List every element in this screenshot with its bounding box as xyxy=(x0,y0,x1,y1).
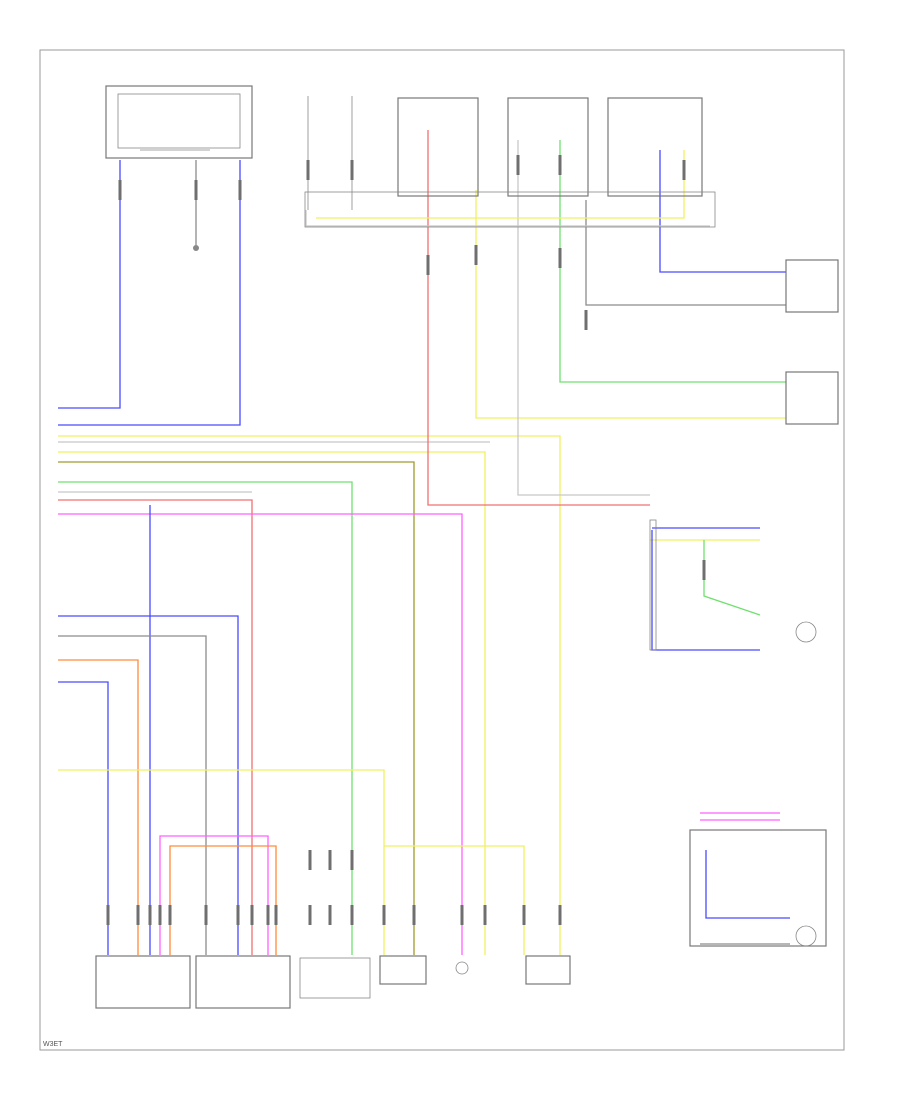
connector-tick-9 xyxy=(236,905,240,925)
wire-red-9 xyxy=(58,499,253,955)
connector-tick-23 xyxy=(474,245,478,265)
connector-tick-25 xyxy=(558,155,562,175)
connector-tick-24 xyxy=(516,155,520,175)
connector-tick-32 xyxy=(558,248,562,268)
wire-lightgray-22 xyxy=(517,140,650,496)
components xyxy=(95,85,839,1009)
connector-tick-19 xyxy=(483,905,487,925)
wires xyxy=(58,130,790,955)
connector-tick-3 xyxy=(106,905,110,925)
connector-tick-18 xyxy=(460,905,464,925)
connector-tick-33 xyxy=(682,160,686,180)
component-bottom-4 xyxy=(379,955,427,985)
wire-lightgray-27 xyxy=(305,210,710,227)
module-right-2 xyxy=(785,371,839,425)
ground-point-left xyxy=(193,245,199,251)
connector-tick-1 xyxy=(238,180,242,200)
connector-tick-0 xyxy=(118,180,122,200)
connector-tick-8 xyxy=(204,905,208,925)
connector-tick-6 xyxy=(158,905,162,925)
wire-green-30 xyxy=(703,540,761,616)
wire-green-23 xyxy=(559,140,786,383)
relay-top-left xyxy=(105,85,253,159)
wire-blue-0 xyxy=(58,160,121,409)
fuse-block-3 xyxy=(607,97,703,197)
wire-yellow-5 xyxy=(58,451,486,955)
wire-blue-31 xyxy=(651,530,760,651)
fuse-block-2 xyxy=(507,97,589,197)
connector-tick-20 xyxy=(522,905,526,925)
connector-tick-22 xyxy=(426,255,430,275)
wire-blue-25 xyxy=(659,150,786,273)
wire-olive-6 xyxy=(58,461,415,955)
harness-right-box xyxy=(649,519,657,651)
connector-tick-27 xyxy=(350,160,354,180)
wire-green-7 xyxy=(58,481,353,955)
wire-red-20 xyxy=(427,130,650,506)
wire-gray-24 xyxy=(585,200,786,306)
connector-tick-16 xyxy=(382,905,386,925)
connector-tick-4 xyxy=(136,905,140,925)
wire-yellow-16 xyxy=(58,769,385,955)
connector-tick-11 xyxy=(266,905,270,925)
connector-tick-13 xyxy=(308,905,312,925)
connector-tick-5 xyxy=(148,905,152,925)
wire-pink-17 xyxy=(159,835,269,955)
connector-tick-29 xyxy=(308,850,312,870)
wire-gray-13 xyxy=(58,635,207,955)
connector-tick-21 xyxy=(558,905,562,925)
connector-tick-14 xyxy=(328,905,332,925)
sensor-right-round-2 xyxy=(795,925,817,947)
wire-blue-1 xyxy=(58,160,241,426)
connector-tick-30 xyxy=(328,850,332,870)
connector-tick-7 xyxy=(168,905,172,925)
module-right-1 xyxy=(785,259,839,313)
wire-blue-34 xyxy=(705,850,790,919)
connector-tick-2 xyxy=(194,180,198,200)
connector-tick-26 xyxy=(584,310,588,330)
fuse-block-1 xyxy=(397,97,479,197)
component-bottom-1 xyxy=(95,955,191,1009)
relay-top-left-inner xyxy=(117,93,241,149)
connector-marks xyxy=(106,155,706,925)
connector-tick-28 xyxy=(306,160,310,180)
connector-tick-12 xyxy=(274,905,278,925)
wire-yellow-3 xyxy=(58,435,561,955)
component-bottom-5 xyxy=(455,961,469,975)
component-bottom-3 xyxy=(299,957,371,999)
wire-yellow-21 xyxy=(475,190,786,419)
connector-tick-15 xyxy=(350,905,354,925)
dashed-harness-top xyxy=(304,191,716,228)
component-bottom-2 xyxy=(195,955,291,1009)
connector-tick-34 xyxy=(702,560,706,580)
wire-yellow-19 xyxy=(384,845,525,955)
connector-tick-31 xyxy=(350,850,354,870)
wire-pink-10 xyxy=(58,513,463,955)
wire-blue-12 xyxy=(58,615,239,955)
component-bottom-6 xyxy=(525,955,571,985)
wire-orange-18 xyxy=(169,845,277,955)
diagram-frame xyxy=(39,49,845,1051)
wire-yellow-26 xyxy=(316,150,685,219)
module-lower-right-frame xyxy=(689,829,827,947)
page-code: W3ET xyxy=(43,1041,63,1048)
wire-orange-14 xyxy=(58,659,139,955)
sensor-right-round-1 xyxy=(795,621,817,643)
connector-tick-17 xyxy=(412,905,416,925)
connector-tick-10 xyxy=(250,905,254,925)
wire-blue-15 xyxy=(58,681,109,955)
